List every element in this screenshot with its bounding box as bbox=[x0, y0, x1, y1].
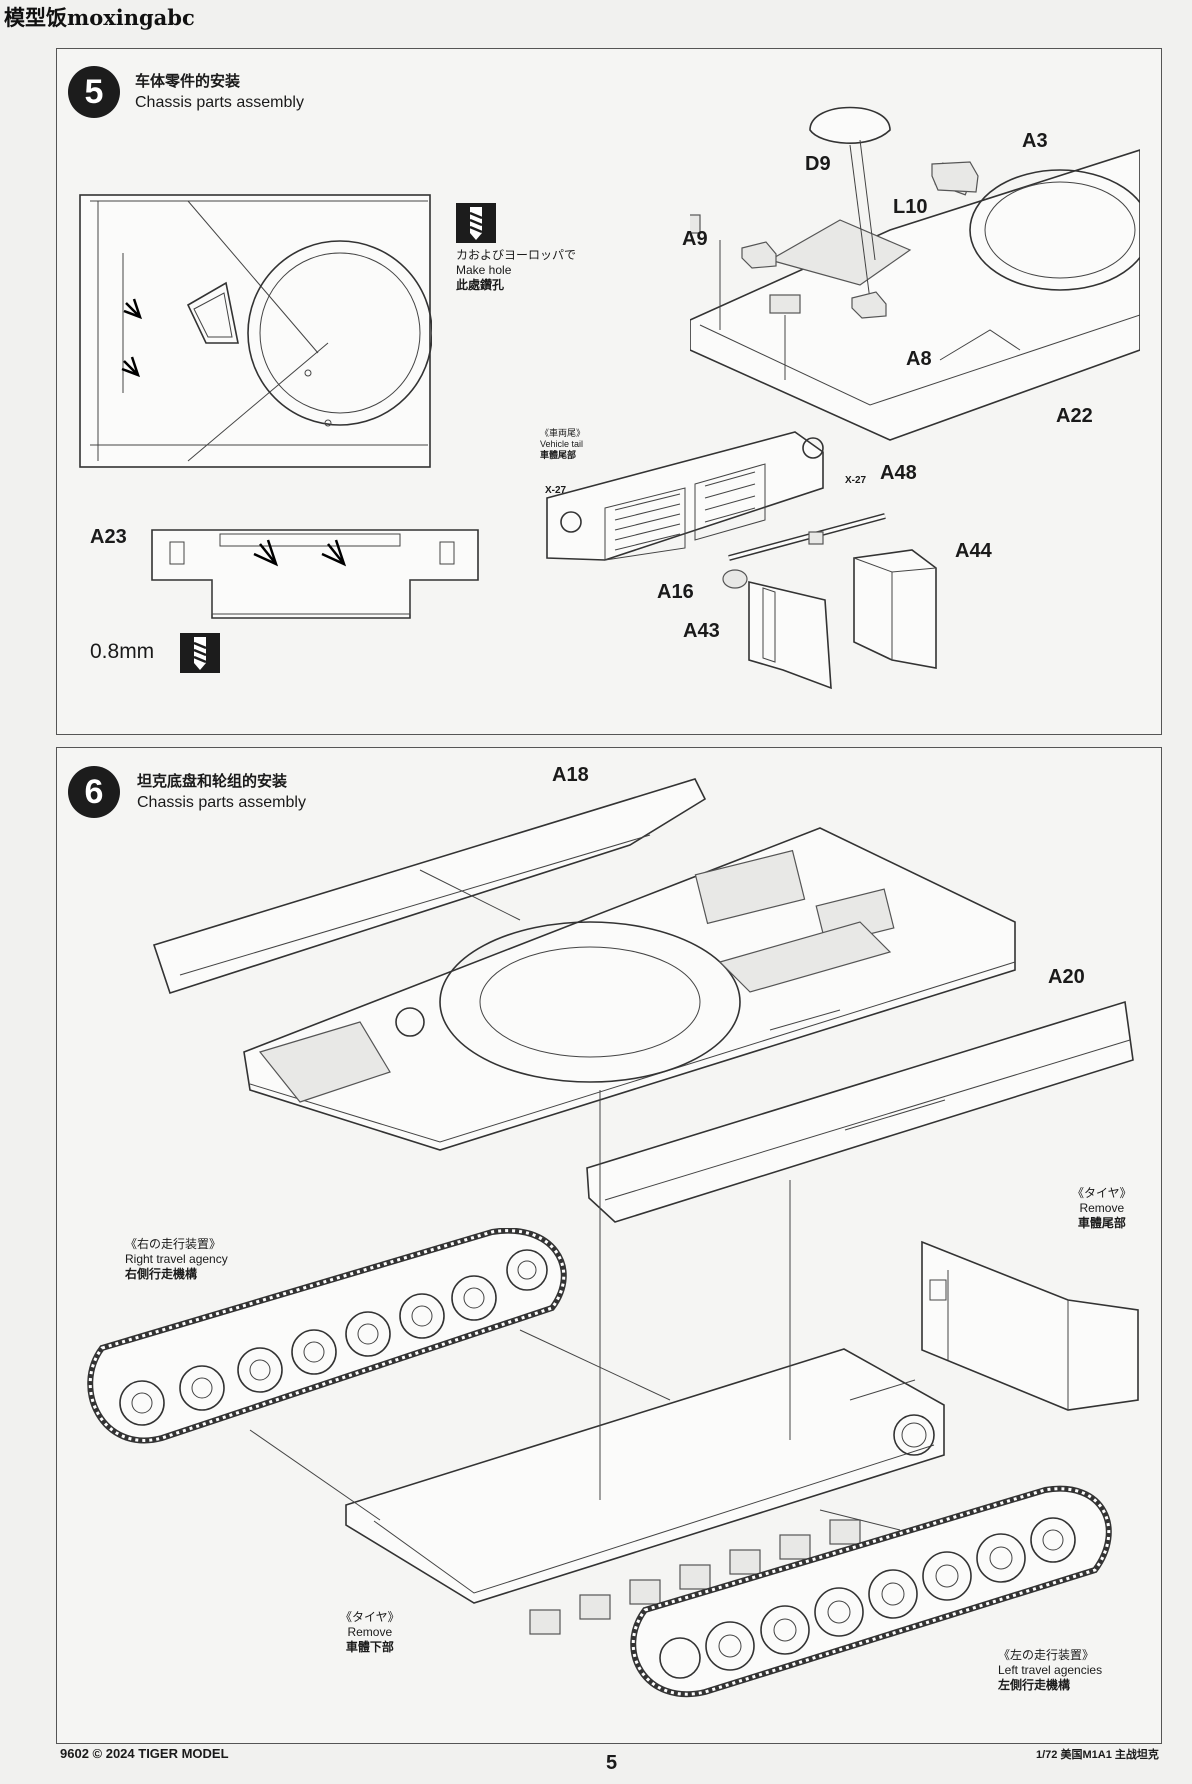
page-number: 5 bbox=[606, 1752, 618, 1774]
part-label-l10: L10 bbox=[893, 196, 928, 218]
part-label-a8: A8 bbox=[906, 348, 932, 370]
part-label-a18: A18 bbox=[552, 764, 589, 786]
remove-tail-note: 《タイヤ》 Remove 車體尾部 bbox=[1072, 1186, 1132, 1230]
step5-title-cn: 车体零件的安装 bbox=[135, 72, 241, 90]
left-track-assembly bbox=[630, 1485, 1112, 1697]
right-track-assembly bbox=[87, 1228, 567, 1444]
step6-title-cn: 坦克底盘和轮组的安装 bbox=[137, 772, 288, 790]
footer-right: 1/72 美国M1A1 主战坦克 bbox=[1036, 1749, 1159, 1761]
part-a18 bbox=[152, 778, 707, 995]
part-label-a16: A16 bbox=[657, 581, 694, 603]
step5-number: 5 bbox=[68, 66, 120, 118]
part-a44 bbox=[853, 549, 937, 669]
part-label-a22: A22 bbox=[1056, 405, 1093, 427]
watermark: 模型饭moxingabc bbox=[4, 5, 195, 30]
step5-title-en: Chassis parts assembly bbox=[135, 94, 304, 111]
part-label-a3: A3 bbox=[1022, 130, 1048, 152]
drill-size-label: 0.8mm bbox=[90, 640, 155, 663]
part-a9 bbox=[741, 241, 777, 269]
part-a43 bbox=[748, 580, 832, 690]
part-a8 bbox=[851, 291, 887, 319]
part-a20 bbox=[586, 1000, 1134, 1223]
left-travel-note: 《左の走行装置》 Left travel agencies 左側行走機構 bbox=[998, 1648, 1103, 1692]
part-label-d9: D9 bbox=[805, 153, 831, 175]
hole-note: カおよびヨーロッパで Make hole 此處鑽孔 bbox=[456, 248, 577, 292]
marker-x27-right: X-27 bbox=[845, 475, 867, 486]
drill-icon bbox=[456, 203, 496, 243]
hull-underside-detail bbox=[79, 194, 432, 468]
vehicle-tail-part bbox=[546, 431, 824, 561]
part-label-a44: A44 bbox=[955, 540, 992, 562]
marker-x27-left: X-27 bbox=[545, 485, 567, 496]
part-a16 bbox=[722, 569, 748, 589]
remove-bottom-note: 《タイヤ》 Remove 車體下部 bbox=[340, 1610, 400, 1654]
part-l10 bbox=[931, 161, 979, 193]
part-label-a9: A9 bbox=[682, 228, 708, 250]
suspension-arms bbox=[529, 1519, 861, 1635]
upper-hull bbox=[243, 827, 1016, 1151]
step6-number: 6 bbox=[68, 766, 120, 818]
part-label-a43: A43 bbox=[683, 620, 720, 642]
part-label-a48: A48 bbox=[880, 462, 917, 484]
right-travel-note: 《右の走行装置》 Right travel agency 右側行走機構 bbox=[125, 1237, 228, 1281]
footer-left: 9602 © 2024 TIGER MODEL bbox=[60, 1746, 229, 1761]
part-label-a20: A20 bbox=[1048, 966, 1085, 988]
part-a48 bbox=[728, 513, 886, 561]
vehicle-tail-note: 《車両尾》 Vehicle tail 車體尾部 bbox=[540, 428, 586, 461]
drill-icon bbox=[180, 633, 220, 673]
part-label-a23: A23 bbox=[90, 526, 127, 548]
rear-tail-plate bbox=[921, 1240, 1139, 1411]
step6-title-en: Chassis parts assembly bbox=[137, 794, 306, 811]
part-a23 bbox=[151, 529, 479, 619]
lower-hull bbox=[345, 1348, 945, 1604]
